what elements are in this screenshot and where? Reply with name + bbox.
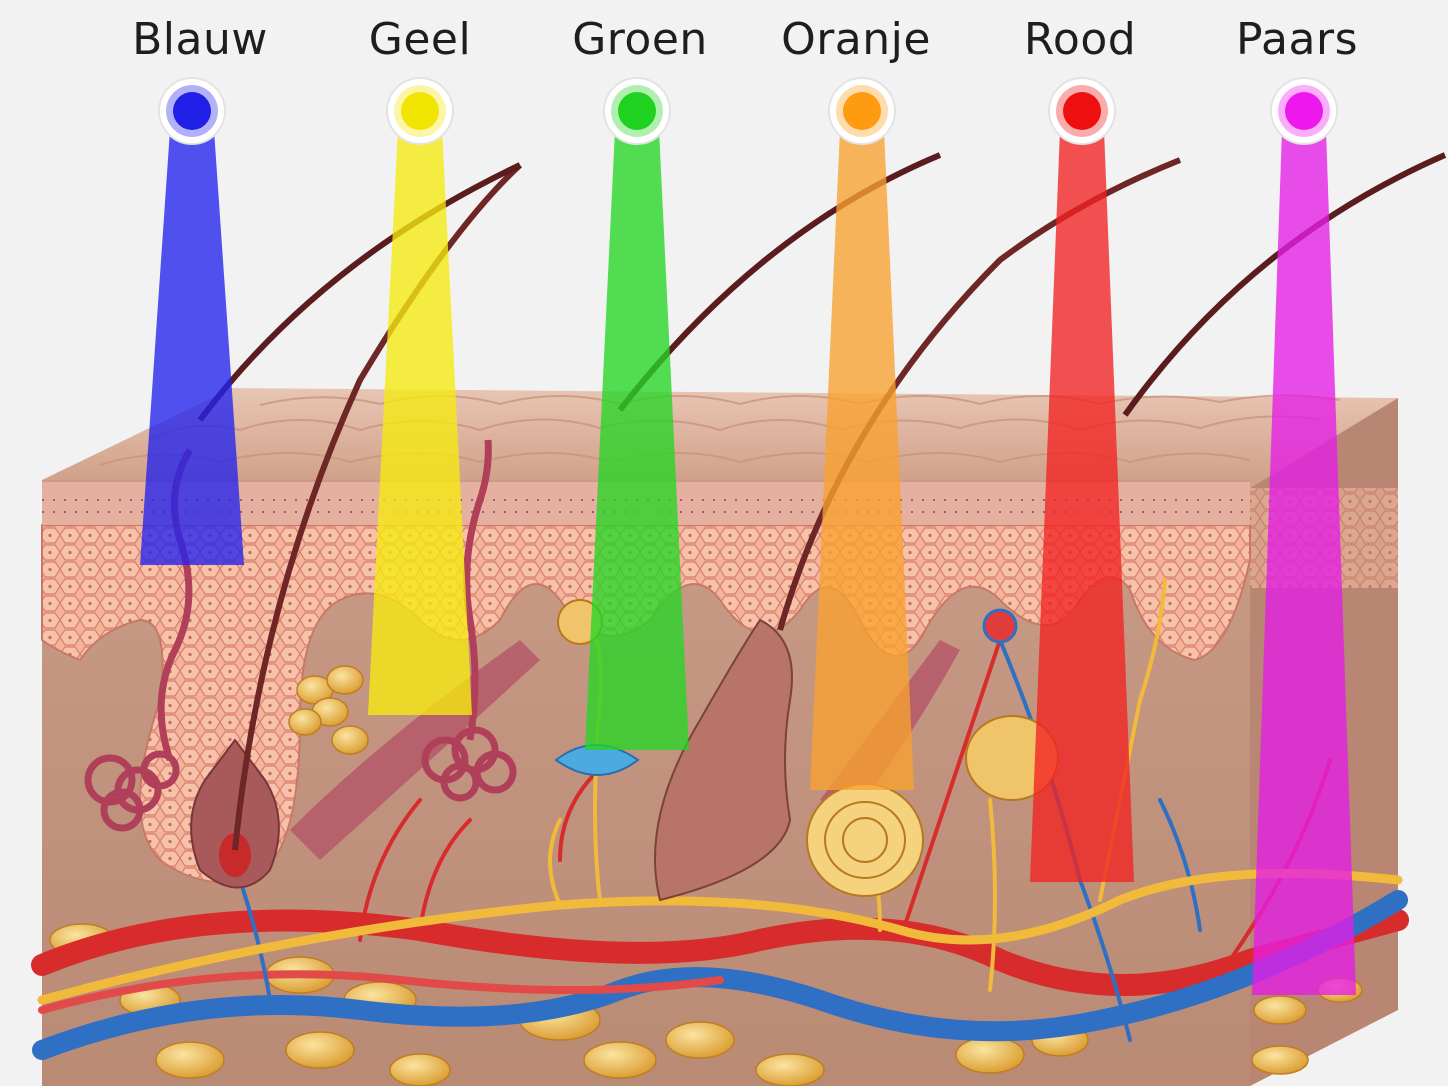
- beam-geel: [368, 130, 472, 715]
- emitter-blauw: [173, 92, 211, 130]
- label-rood: Rood: [1023, 14, 1137, 65]
- beam-blauw: [140, 130, 244, 565]
- beam-paars: [1252, 130, 1356, 995]
- label-blauw: Blauw: [132, 14, 268, 65]
- beam-rood: [1030, 130, 1134, 882]
- label-paars: Paars: [1236, 14, 1358, 65]
- blood-vessels: [31, 638, 1409, 1060]
- emitter-groen: [618, 92, 656, 130]
- emitter-paars: [1285, 92, 1323, 130]
- label-oranje: Oranje: [781, 14, 931, 65]
- emitter-oranje: [843, 92, 881, 130]
- label-groen: Groen: [572, 14, 708, 65]
- beam-groen: [585, 130, 689, 750]
- label-geel: Geel: [368, 14, 472, 65]
- sensory-corpuscles: [554, 599, 1059, 897]
- emitter-geel: [401, 92, 439, 130]
- hair-follicle-left: [190, 162, 523, 889]
- emitter-rood: [1063, 92, 1101, 130]
- hair-follicle-center: [617, 152, 1447, 902]
- beam-oranje: [810, 130, 914, 790]
